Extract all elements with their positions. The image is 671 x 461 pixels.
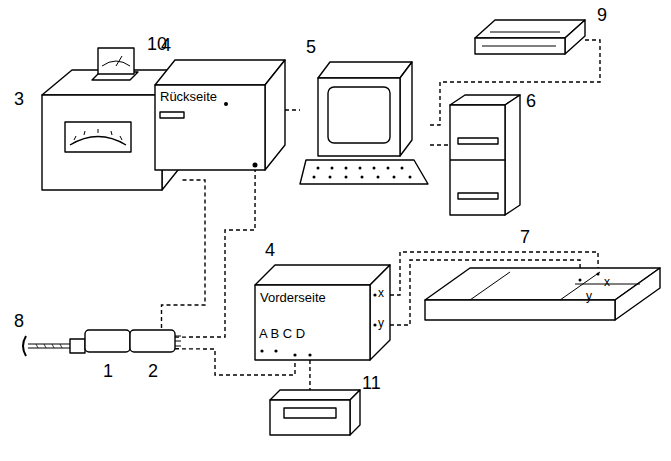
callout-number: 6	[526, 92, 536, 110]
callout-number: 5	[306, 38, 316, 56]
auxiliary-unit	[270, 390, 360, 435]
callout-number: 4	[161, 36, 171, 54]
signal-cable	[285, 109, 300, 110]
signal-cable	[175, 349, 295, 375]
disk-drive	[450, 95, 520, 215]
signal-cable	[162, 180, 206, 328]
signal-cable	[175, 170, 255, 337]
socket-labels: A B C D	[259, 327, 305, 340]
callout-number: 2	[148, 362, 158, 380]
callout-number: 1	[103, 362, 113, 380]
sensor-probe	[23, 330, 181, 356]
callout-number: 3	[14, 90, 24, 108]
recorder-display	[92, 48, 138, 80]
printer	[475, 20, 585, 54]
signal-cable	[309, 360, 310, 390]
xy-plotter	[425, 268, 660, 320]
auxiliary-node: 11	[270, 390, 355, 435]
signal-cable	[390, 252, 598, 295]
instrument-node: 3	[42, 70, 182, 190]
callout-number: 9	[597, 6, 607, 24]
probe-tip-node: 8	[20, 336, 65, 356]
panel-label: Vorderseite	[260, 291, 326, 304]
plotter-node: 7xy	[420, 268, 660, 323]
drive-node: 6	[450, 95, 520, 215]
callout-number: 4	[265, 241, 275, 259]
signal-cable	[390, 260, 580, 325]
printer-node: 9	[475, 20, 585, 55]
axis-label: y	[378, 317, 384, 329]
panel-label: Rückseite	[160, 90, 217, 103]
callout-number: 11	[362, 374, 381, 392]
terminal-node: 5	[300, 60, 430, 185]
axis-label: x	[378, 287, 384, 299]
callout-number: 8	[14, 312, 24, 330]
interface-front-node: 4VorderseiteA B C Dxy	[255, 265, 390, 360]
callout-number: 7	[520, 228, 530, 246]
axis-label: x	[604, 276, 610, 288]
interface-back-node: 4Rückseite	[155, 60, 285, 170]
signal-cable	[430, 145, 450, 146]
signal-cable	[430, 40, 600, 125]
probe-part-node: 2	[130, 328, 175, 354]
probe-part-node: 1	[85, 328, 130, 354]
interface-front	[255, 265, 390, 360]
interface-back	[155, 60, 285, 170]
computer-terminal	[300, 62, 428, 184]
recorder-node: 10	[95, 45, 140, 77]
axis-label: y	[586, 290, 592, 302]
